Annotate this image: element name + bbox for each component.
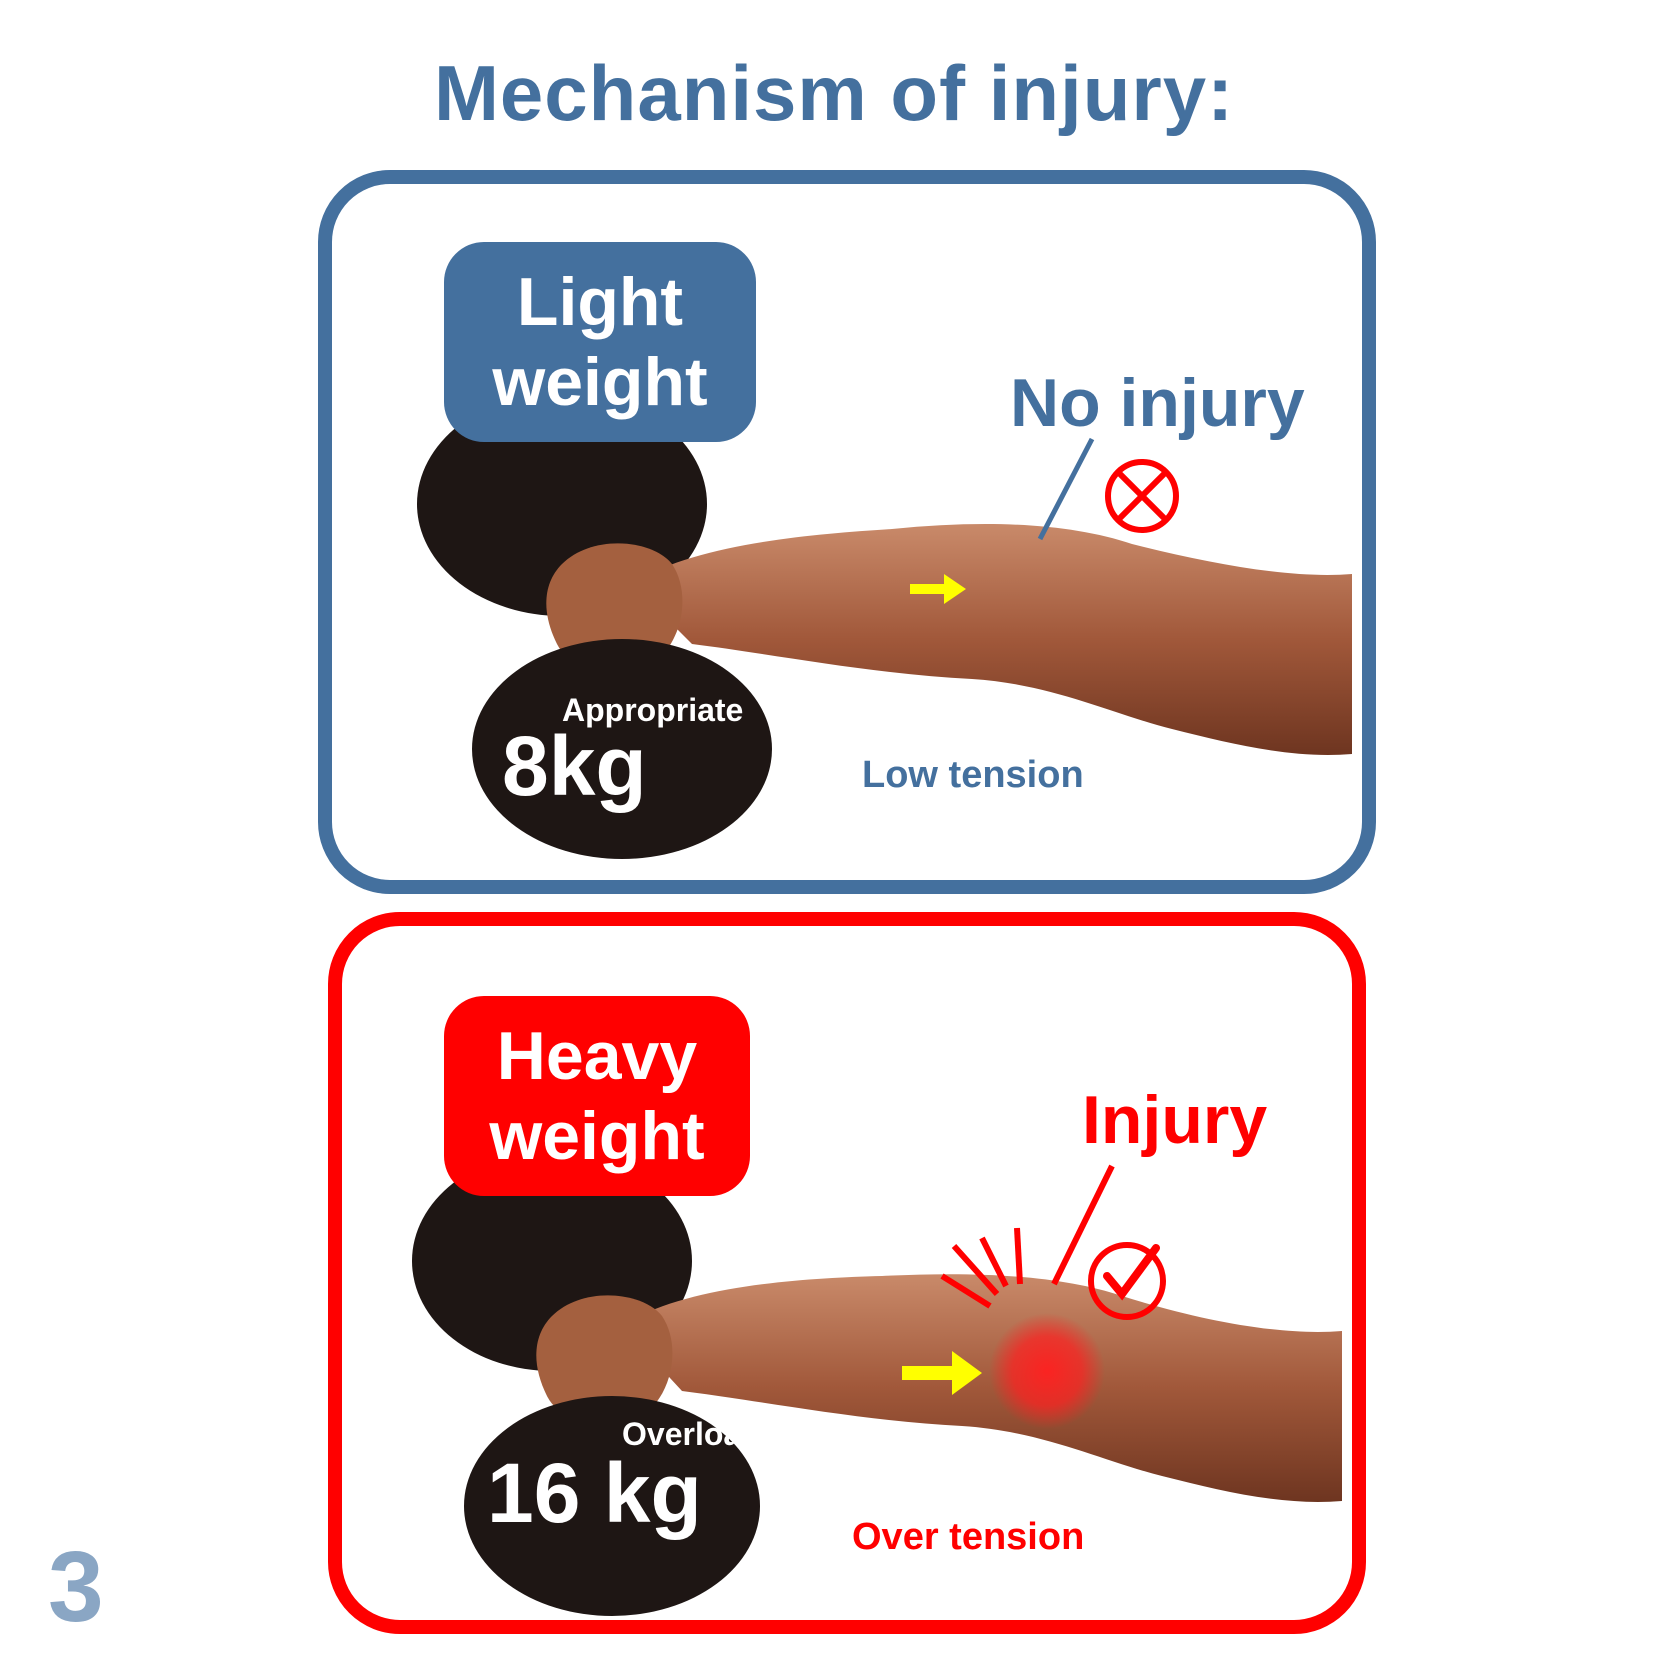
page-title: Mechanism of injury: — [433, 49, 1235, 137]
check-circle-icon — [1088, 1242, 1166, 1320]
pointer-line — [1037, 437, 1095, 541]
tension-arrow — [902, 1351, 982, 1395]
heavy-arm-illustration — [412, 1151, 1342, 1616]
badge-line-1: Light — [516, 264, 684, 340]
fist — [536, 1295, 673, 1425]
light-weight-panel: Light weight No injury Low tension Appro… — [318, 170, 1376, 894]
forearm — [632, 524, 1352, 755]
appropriate-label: Appropriate — [562, 692, 744, 728]
dumbbell-plate-front — [472, 639, 772, 859]
tension-arrow — [910, 574, 966, 604]
light-weight-badge: Light weight — [444, 242, 756, 442]
heavy-weight-badge: Heavy weight — [444, 996, 750, 1196]
no-injury-label: No injury — [1010, 365, 1305, 441]
low-tension-label: Low tension — [862, 754, 1084, 796]
over-tension-label: Over tension — [852, 1516, 1085, 1558]
injury-label: Injury — [1082, 1082, 1268, 1158]
pointer-line — [1051, 1164, 1115, 1286]
page-number: 3 — [48, 1531, 104, 1643]
dumbbell-plate-front — [464, 1396, 760, 1616]
pain-burst-icon — [940, 1227, 1023, 1309]
badge-line-1: Heavy — [496, 1018, 698, 1094]
fist — [546, 543, 683, 673]
cross-circle-icon — [1105, 459, 1179, 533]
heavy-weight-panel: Heavy weight Injury Over tension Overloa… — [328, 912, 1366, 1634]
weight-value-16kg: 16 kg — [487, 1446, 702, 1540]
overload-label: Overload — [622, 1416, 761, 1452]
weight-value-8kg: 8kg — [502, 719, 647, 813]
badge-line-2: weight — [489, 1098, 705, 1174]
forearm — [622, 1274, 1342, 1502]
badge-line-2: weight — [492, 344, 708, 420]
light-arm-illustration — [417, 392, 1352, 859]
injury-spot — [989, 1313, 1105, 1429]
